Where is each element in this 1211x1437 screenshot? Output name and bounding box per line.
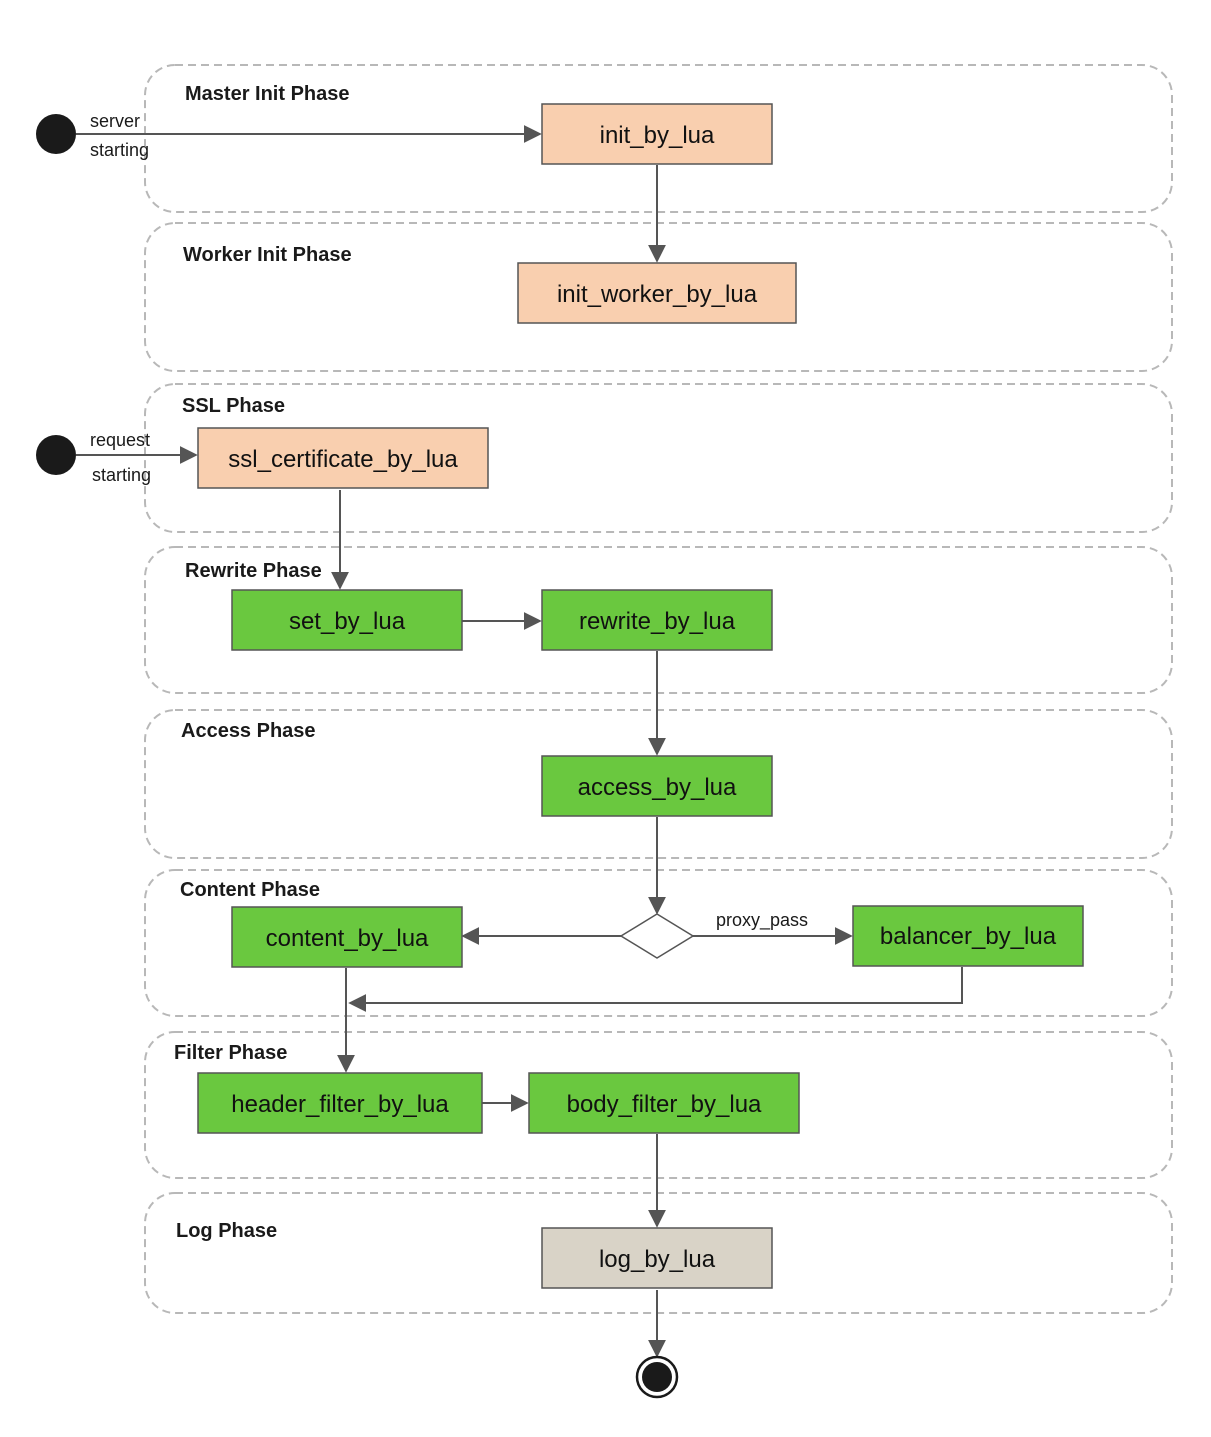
phase-box-worker-init: [144, 222, 1173, 372]
node-body-filter-by-lua: [528, 1072, 800, 1134]
phase-box-ssl: [144, 383, 1173, 533]
phase-label-rewrite: Rewrite Phase: [185, 560, 322, 582]
node-label-init-worker-by-lua: init_worker_by_lua: [557, 281, 758, 308]
node-ssl-certificate-by-lua: [197, 427, 489, 489]
node-label-set-by-lua: set_by_lua: [289, 608, 406, 635]
phase-label-content: Content Phase: [180, 879, 320, 901]
server-start-node: [36, 114, 76, 154]
request-start-node: [36, 435, 76, 475]
phase-label-ssl: SSL Phase: [182, 395, 285, 417]
phase-box-access: [144, 709, 1173, 859]
end-node: [642, 1362, 672, 1392]
node-label-body-filter-by-lua: body_filter_by_lua: [567, 1091, 762, 1118]
node-init-by-lua: [541, 103, 773, 165]
node-label-ssl-certificate-by-lua: ssl_certificate_by_lua: [228, 446, 458, 473]
edge-label-request-starting: starting: [92, 465, 151, 485]
phase-label-master-init: Master Init Phase: [185, 83, 350, 105]
node-init-worker-by-lua: [517, 262, 797, 324]
phase-box-filter: [144, 1031, 1173, 1179]
node-balancer-by-lua: [852, 905, 1084, 967]
phase-box-content: [144, 869, 1173, 1017]
phase-box-log: [144, 1192, 1173, 1314]
edge-balancer-return: [348, 967, 963, 1012]
phase-label-log: Log Phase: [176, 1220, 277, 1242]
node-label-header-filter-by-lua: header_filter_by_lua: [231, 1091, 449, 1118]
node-label-log-by-lua: log_by_lua: [599, 1246, 716, 1273]
node-label-balancer-by-lua: balancer_by_lua: [880, 923, 1057, 950]
node-log-by-lua: [541, 1227, 773, 1289]
phase-box-rewrite: [144, 546, 1173, 694]
node-access-by-lua: [541, 755, 773, 817]
phase-label-access: Access Phase: [181, 720, 316, 742]
edge-label-proxy-pass: proxy_pass: [716, 910, 808, 931]
phase-box-master-init: [144, 64, 1173, 213]
node-label-rewrite-by-lua: rewrite_by_lua: [579, 608, 736, 635]
decision-diamond: [619, 913, 695, 959]
edge-label-server-starting: starting: [90, 140, 149, 160]
node-rewrite-by-lua: [541, 589, 773, 651]
phase-label-worker-init: Worker Init Phase: [183, 244, 352, 266]
node-label-content-by-lua: content_by_lua: [266, 925, 429, 952]
phase-label-filter: Filter Phase: [174, 1042, 287, 1064]
node-label-init-by-lua: init_by_lua: [600, 122, 715, 149]
edge-label-request: request: [90, 430, 150, 450]
node-label-access-by-lua: access_by_lua: [578, 774, 737, 801]
node-content-by-lua: [231, 906, 463, 968]
node-header-filter-by-lua: [197, 1072, 483, 1134]
edge-label-server: server: [90, 111, 140, 131]
node-set-by-lua: [231, 589, 463, 651]
